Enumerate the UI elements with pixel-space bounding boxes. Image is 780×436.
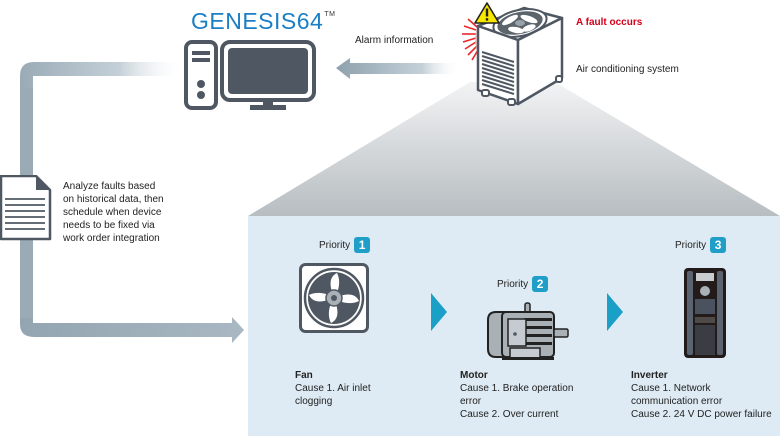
- priority-3-header: Priority 3: [675, 237, 727, 253]
- cause-line: Cause 2. 24 V DC power failure: [631, 409, 772, 420]
- device-name: Inverter: [631, 370, 668, 381]
- loop-arrow-top: [20, 62, 185, 90]
- analysis-line: Analyze faults based: [63, 181, 156, 192]
- priority-1-header: Priority 1: [319, 237, 371, 253]
- priority-badge: 2: [532, 276, 549, 292]
- genesis64-logo: GENESIS64TM: [191, 8, 335, 35]
- device-name: Fan: [295, 370, 313, 381]
- alert-burst-icon: [462, 18, 479, 61]
- cause-line: Cause 1. Network: [631, 383, 711, 394]
- cause-line: Cause 1. Brake operation: [460, 383, 574, 394]
- cause-line: clogging: [295, 396, 333, 407]
- computer-icon: [184, 40, 316, 110]
- chevron-right-icon: [607, 293, 623, 331]
- analysis-line: on historical data, then: [63, 194, 164, 205]
- analysis-line: schedule when device: [63, 207, 162, 218]
- logo-trademark: TM: [324, 11, 336, 18]
- loop-arrow-bottom: [20, 317, 244, 343]
- alarm-arrow: [336, 58, 460, 79]
- inverter-icon: [684, 268, 726, 358]
- priority-badge: 3: [710, 237, 727, 253]
- fault-occurs-label: A fault occurs: [576, 17, 643, 28]
- priority-label: Priority: [675, 239, 707, 251]
- analysis-line: work order integration: [63, 233, 160, 244]
- logo-text: GENESIS64: [191, 8, 324, 34]
- warning-icon: [474, 2, 500, 24]
- analysis-line: needs to be fixed via: [63, 220, 155, 231]
- priority-badge: 1: [354, 237, 371, 253]
- analysis-description: Analyze faults based on historical data,…: [63, 180, 213, 245]
- fan-description: Fan Cause 1. Air inlet clogging: [295, 369, 371, 408]
- cause-line: error: [460, 396, 482, 407]
- air-conditioner-icon: [462, 6, 564, 106]
- alarm-information-label: Alarm information: [355, 35, 434, 46]
- cause-line: Cause 2. Over current: [460, 409, 559, 420]
- priority-label: Priority: [319, 239, 351, 251]
- projection-shape: [248, 82, 780, 216]
- cause-line: communication error: [631, 396, 723, 407]
- air-conditioning-system-label: Air conditioning system: [576, 64, 679, 75]
- motor-description: Motor Cause 1. Brake operation error Cau…: [460, 369, 573, 421]
- motor-icon: [487, 302, 569, 360]
- inverter-description: Inverter Cause 1. Network communication …: [631, 369, 772, 421]
- cause-line: Cause 1. Air inlet: [295, 383, 371, 394]
- fan-icon: [299, 263, 369, 333]
- device-name: Motor: [460, 370, 488, 381]
- document-icon: [0, 175, 52, 241]
- chevron-right-icon: [431, 293, 447, 331]
- priority-label: Priority: [497, 278, 529, 290]
- priority-2-header: Priority 2: [497, 276, 549, 292]
